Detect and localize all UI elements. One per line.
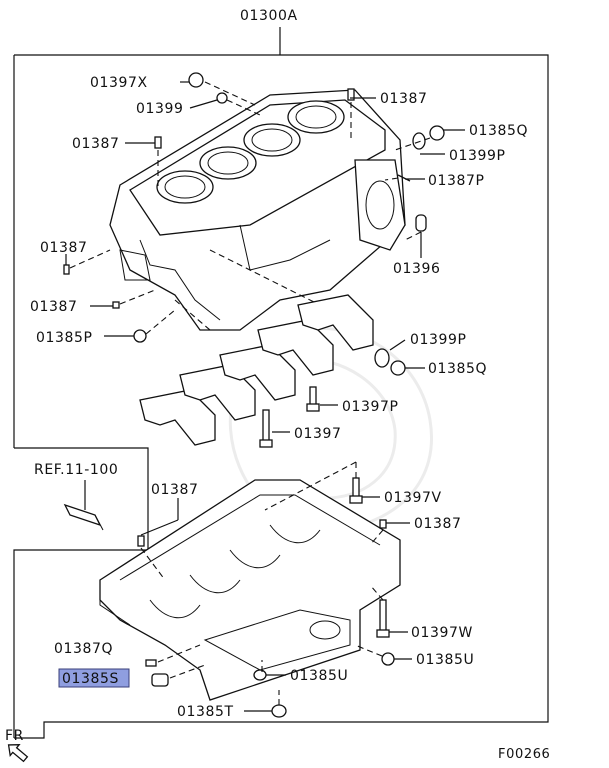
part-label-01397w[interactable]: 01397W [411,625,473,641]
figure-code: F00266 [498,747,550,762]
part-label-01399p-top[interactable]: 01399P [449,148,506,164]
part-label-01387-lower[interactable]: 01387 [151,482,199,498]
part-label-01397v[interactable]: 01397V [384,490,442,506]
part-label-01387-mid[interactable]: 01387 [40,240,88,256]
ref-label[interactable]: REF.11-100 [34,462,118,478]
highlight-box [58,668,130,688]
part-label-01385p[interactable]: 01385P [36,330,93,346]
bearing-caps [139,294,374,446]
part-label-01387-right[interactable]: 01387 [414,516,462,532]
upper-cylinder-block [109,89,406,331]
part-label-01385q-low[interactable]: 01385Q [428,361,487,377]
upper-small-parts [63,72,445,343]
part-label-01399[interactable]: 01399 [136,101,184,117]
front-direction-arrow [7,744,29,763]
part-label-01397p[interactable]: 01397P [342,399,399,415]
lower-crankcase [99,479,401,701]
assembly-code: 01300A [240,8,298,24]
part-label-01397[interactable]: 01397 [294,426,342,442]
part-label-01387-left[interactable]: 01387 [72,136,120,152]
upper-leader-lines [69,81,431,335]
part-label-01385u-mid[interactable]: 01385U [290,668,348,684]
part-label-01385t[interactable]: 01385T [177,704,234,720]
part-label-01397x[interactable]: 01397X [90,75,148,91]
part-label-01385s[interactable]: 01385S [62,671,119,687]
ref-part [63,480,104,531]
part-label-01387p[interactable]: 01387P [428,173,485,189]
lower-small-parts [137,477,395,718]
part-label-01385q-top[interactable]: 01385Q [469,123,528,139]
part-label-01385u-right[interactable]: 01385U [416,652,474,668]
part-labels: 01397X 01399 01387 01387 01385Q 01399P 0… [5,75,550,762]
part-label-01387-top[interactable]: 01387 [380,91,428,107]
part-label-01396[interactable]: 01396 [393,261,441,277]
lower-leader-lines [140,461,384,705]
middle-bolts [259,348,406,448]
part-label-01387-low[interactable]: 01387 [30,299,78,315]
callout-lines [65,81,465,712]
part-label-01399p-low[interactable]: 01399P [410,332,467,348]
direction-label: FR [5,728,24,744]
part-label-01387q[interactable]: 01387Q [54,641,113,657]
